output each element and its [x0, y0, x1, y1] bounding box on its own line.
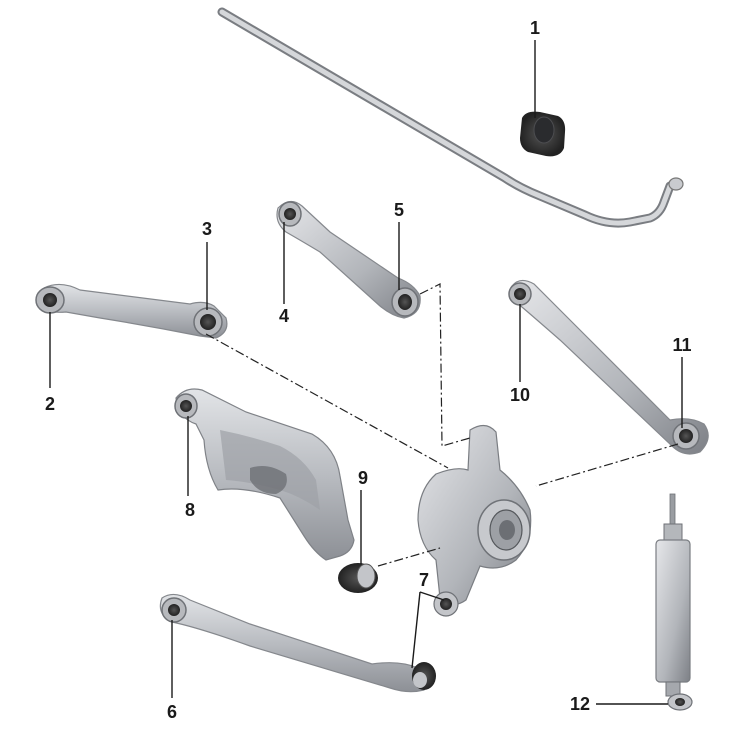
upper-wishbone	[35, 283, 228, 339]
callout-labels: 1 2 3 4 5 6 7 8 9 10 11 12	[45, 18, 692, 722]
stabilizer-bar	[217, 7, 684, 228]
callout-3: 3	[202, 219, 212, 239]
callout-4: 4	[279, 306, 289, 326]
toe-link	[159, 593, 436, 693]
stabilizer-bushing	[520, 111, 566, 157]
callout-9: 9	[358, 468, 368, 488]
assembly-lines	[205, 283, 679, 567]
guide-link	[508, 279, 709, 455]
wheel-carrier	[417, 424, 532, 617]
callout-5: 5	[394, 200, 404, 220]
callout-10: 10	[510, 385, 530, 405]
leader-lines	[49, 40, 683, 705]
callout-12: 12	[570, 694, 590, 714]
callout-2: 2	[45, 394, 55, 414]
callout-6: 6	[167, 702, 177, 722]
rubber-bushing	[338, 563, 378, 593]
shock-absorber	[655, 493, 693, 711]
callout-8: 8	[185, 500, 195, 520]
callout-7: 7	[419, 570, 429, 590]
callout-1: 1	[530, 18, 540, 38]
camber-link	[276, 200, 421, 319]
callout-11: 11	[672, 335, 691, 355]
trailing-arm	[174, 388, 355, 561]
